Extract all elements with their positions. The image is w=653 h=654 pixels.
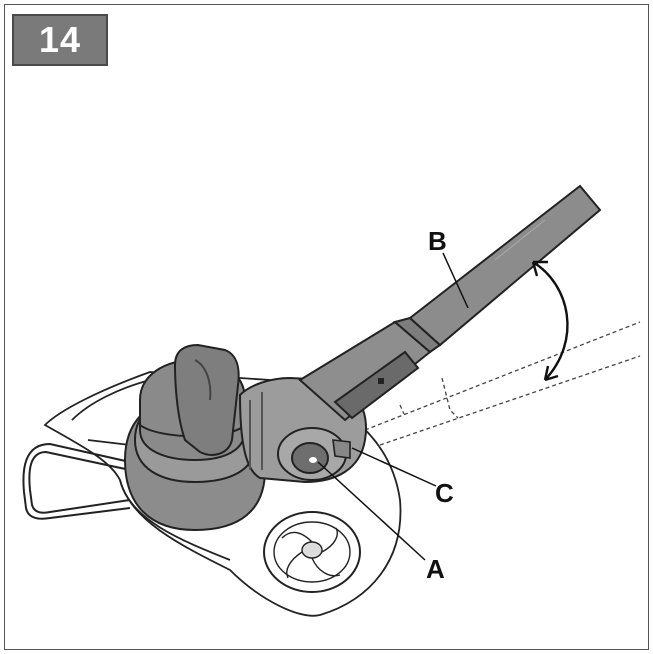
step-number: 14 [38,19,82,60]
alternate-shaft-position [364,321,641,446]
callout-a: A [426,554,445,584]
shaft-tube [408,184,602,347]
locking-lever [332,439,351,459]
leader-lines [317,252,469,561]
shaft-coupling [298,316,442,422]
step-number-badge: 14 [12,14,108,66]
callout-c: C [435,478,454,508]
guide-wheel [263,511,361,593]
spool-cap-knob [173,343,240,456]
edge-guide-wire [22,442,131,520]
rotation-arrow [531,260,569,382]
pivot-disk [277,427,347,481]
callout-b: B [428,226,447,256]
